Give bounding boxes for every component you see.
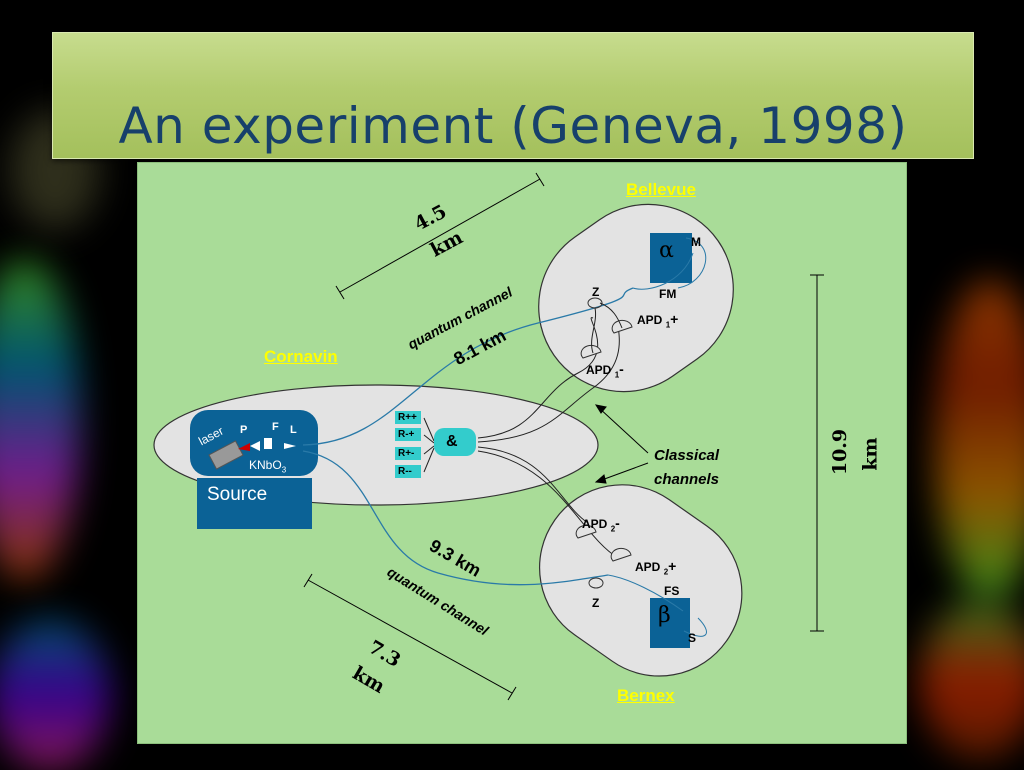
- laser-beam: [238, 443, 250, 451]
- classical-arrow-lower: [594, 462, 649, 484]
- apd2-plus-sign: +: [668, 558, 677, 574]
- classical-fiber-3: [477, 446, 589, 524]
- background-glow-left-bottom: [0, 620, 110, 770]
- coincidence-r-plus-minus: R+-: [395, 447, 421, 460]
- classical-arrow-upper: [594, 404, 649, 454]
- polarizer-label: P: [240, 424, 248, 436]
- place-bellevue: Bellevue: [626, 180, 696, 199]
- distance-vertical-number: 10.9: [829, 428, 852, 476]
- apd1-plus-sign: +: [670, 311, 679, 327]
- source-label: Source: [207, 484, 268, 505]
- bernex-fs-label: FS: [664, 584, 680, 598]
- coincidence-r-plus-plus: R++: [395, 411, 421, 424]
- diagram-panel: Bellevue Cornavin Bernex 4.5 km 8.1 km 9…: [137, 162, 907, 744]
- slide-title: An experiment (Geneva, 1998): [118, 97, 908, 155]
- classical-fiber-4: [477, 450, 619, 559]
- bellevue-m-label: M: [691, 235, 701, 249]
- crystal-formula: KNbO: [249, 458, 282, 472]
- background-glow-left: [0, 260, 80, 580]
- distance-vertical-unit: km: [859, 437, 882, 471]
- apd2-minus-detector: [575, 524, 597, 539]
- alpha-symbol: α: [659, 238, 674, 263]
- classical-channels-label-line1: Classical: [654, 447, 720, 464]
- apd1-minus-label: APD 1-: [586, 361, 624, 379]
- apd2-plus-text: APD: [635, 560, 661, 574]
- apd2-plus-detector: [610, 547, 632, 562]
- polarizer-shape: [250, 441, 260, 451]
- coincidence-r-minus-plus: R-+: [395, 428, 421, 441]
- filter-label: F: [272, 421, 279, 433]
- coincidence-r-minus-minus: R--: [395, 465, 421, 478]
- place-bernex: Bernex: [617, 686, 675, 705]
- apd1-plus-sub: 1: [665, 320, 671, 330]
- apd1-minus-detector: [580, 344, 602, 359]
- apd2-minus-text: APD: [582, 517, 608, 531]
- lens-label: L: [290, 424, 297, 436]
- background-glow-right: [935, 280, 1024, 600]
- crystal-label: KNbO3: [249, 458, 286, 474]
- alpha-modulator: [650, 233, 692, 283]
- bellevue-station-shape: [538, 203, 734, 393]
- apd2-minus-sign: -: [615, 515, 620, 531]
- apd2-plus-label: APD 2+: [635, 558, 676, 576]
- dimension-line-vertical: [810, 274, 824, 632]
- apd2-minus-sub: 2: [610, 524, 616, 534]
- laser-shape: [208, 440, 244, 470]
- apd1-plus-detector: [611, 319, 633, 334]
- background-glow-right-bottom: [920, 600, 1024, 760]
- apd1-minus-sub: 1: [614, 370, 620, 380]
- source-label-box: [197, 478, 312, 529]
- bernex-station-shape: [538, 484, 743, 677]
- classical-fiber-1: [477, 317, 599, 439]
- coincidence-and-label: &: [446, 433, 458, 450]
- bellevue-fm-label: FM: [659, 287, 677, 301]
- coincidence-box: [434, 428, 476, 456]
- diagram-svg: [153, 172, 824, 701]
- lens-shape: [284, 443, 296, 449]
- title-bar: An experiment (Geneva, 1998): [52, 32, 974, 159]
- quantum-fiber-lower: [302, 450, 609, 586]
- bellevue-z-label: Z: [592, 285, 600, 299]
- apd1-plus-text: APD: [637, 313, 663, 327]
- bernex-s-label: S: [688, 631, 697, 645]
- place-cornavin: Cornavin: [264, 347, 338, 366]
- classical-fiber-2: [477, 322, 620, 443]
- apd1-minus-text: APD: [586, 363, 612, 377]
- bernex-z-label: Z: [592, 596, 600, 610]
- classical-channels-label-line2: channels: [654, 471, 720, 488]
- dimension-line-top: [335, 172, 545, 300]
- apd2-minus-label: APD 2-: [582, 515, 620, 533]
- apd1-minus-sign: -: [619, 361, 624, 377]
- beta-symbol: β: [658, 603, 671, 628]
- apd2-plus-sub: 2: [663, 567, 669, 577]
- beta-modulator: [650, 598, 690, 648]
- crystal-subscript: 3: [281, 465, 287, 475]
- quantum-fiber-upper: [302, 287, 634, 446]
- dimension-line-bottom: [303, 573, 517, 701]
- apd1-plus-label: APD 1+: [637, 311, 678, 329]
- filter-shape: [264, 438, 272, 449]
